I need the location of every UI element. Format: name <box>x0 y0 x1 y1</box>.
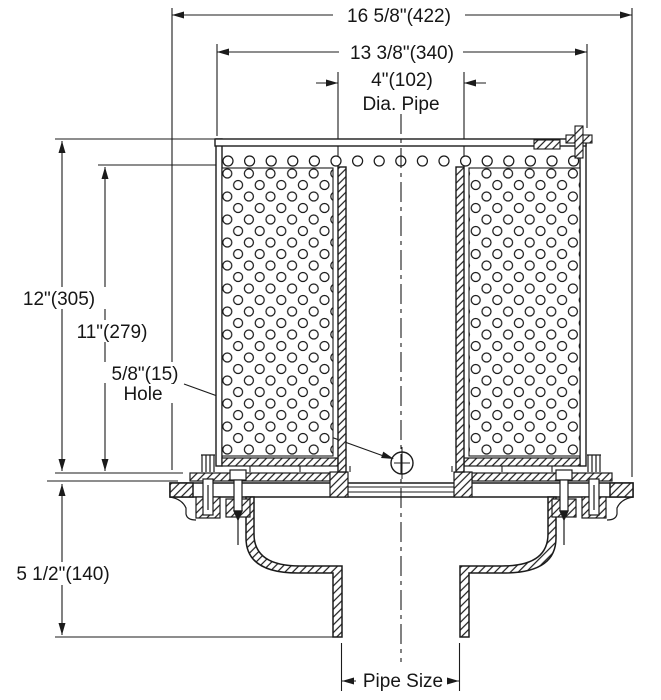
dimension-arrowhead <box>217 48 229 56</box>
label-bg <box>333 5 465 25</box>
sediment-bucket <box>214 125 593 472</box>
bucket-top-hole <box>308 155 321 167</box>
flange-lip-left <box>169 496 197 521</box>
hole-leader-arrow <box>381 451 394 459</box>
dimension-arrowhead <box>447 677 459 685</box>
perforated-panel-right <box>468 167 581 457</box>
dimension-labels: 16 5/8"(422) 13 3/8"(340) 4"(102) Dia. P… <box>6 5 465 692</box>
bolt-tip-left-inner <box>233 510 243 522</box>
bucket-top-hole <box>330 155 342 167</box>
bucket-top-hole <box>459 155 472 167</box>
clamp-arm <box>533 139 561 150</box>
dim-bucket-width-label: 13 3/8"(340) <box>350 43 454 64</box>
dimension-arrowhead <box>101 167 109 179</box>
bucket-top-hole <box>503 155 515 167</box>
dimension-arrowhead <box>58 484 66 496</box>
dimension-arrowhead <box>326 79 338 87</box>
label-bg <box>110 384 180 403</box>
hole-crosshair <box>394 447 410 479</box>
bucket-top-hole <box>373 155 385 167</box>
bowl-wall-left <box>245 496 343 638</box>
dim-overall-width-label: 16 5/8"(422) <box>347 6 451 27</box>
standpipe-wall-right <box>455 166 465 473</box>
dimension-arrowhead <box>58 623 66 635</box>
bucket-top-hole-row <box>222 155 580 167</box>
label-bg <box>356 667 447 690</box>
bucket-top-hole <box>438 155 450 167</box>
dimension-arrowhead <box>620 11 632 19</box>
bucket-top-hole <box>546 155 558 167</box>
label-bg <box>68 320 156 342</box>
dim-bucket-height-label: 11"(279) <box>77 322 148 343</box>
label-bg <box>104 362 186 383</box>
bucket-top-hole <box>287 155 299 167</box>
dimension-arrowheads <box>58 11 632 685</box>
dim-overall-height-label: 12"(305) <box>23 289 95 310</box>
bolt-shaft-right-inner <box>559 479 569 512</box>
dimension-arrowhead <box>58 459 66 471</box>
dim-sump-depth-label: 5 1/2"(140) <box>16 564 109 585</box>
bucket-bottom-right <box>463 457 581 467</box>
bolt-head-ribs-right <box>587 454 601 472</box>
standpipe <box>337 166 465 473</box>
flange-bolts <box>195 454 607 545</box>
standpipe-wall-left <box>337 166 347 473</box>
bucket-bottom-left <box>221 457 339 467</box>
dimension-arrowhead <box>464 79 476 87</box>
bolt-shaft-left-inner <box>233 479 243 512</box>
bucket-hole <box>390 447 414 479</box>
flange-lip-right <box>606 496 634 521</box>
hole-label-line1: 5/8"(15) <box>112 364 179 385</box>
pipe-collar-left <box>329 471 349 498</box>
bucket-wall-right <box>579 138 587 467</box>
bucket-top-hole <box>265 155 277 167</box>
dim-pipe-dia-label-line1: 4"(102) <box>371 70 433 91</box>
hole-label-line2: Hole <box>123 384 162 405</box>
pipe-collar-right <box>453 471 473 498</box>
dim-outlet-label: Pipe Size <box>363 671 443 692</box>
flange-tip-right <box>609 482 634 498</box>
dimension-arrowhead <box>172 11 184 19</box>
bolt-head-ribs-left <box>201 454 215 472</box>
bucket-wall-left <box>215 138 223 467</box>
dimension-arrowhead <box>342 677 354 685</box>
bolt-tip-right-inner <box>559 510 569 522</box>
bucket-top-hole <box>222 155 234 167</box>
bucket-top-hole <box>416 155 429 167</box>
bowl-wall-right <box>459 496 557 638</box>
bucket-top-hole <box>351 155 364 167</box>
dim-pipe-dia-label-line2: Dia. Pipe <box>362 94 439 115</box>
label-bg <box>14 287 106 309</box>
clamp-bolt-shaft <box>574 125 584 159</box>
perforated-panel-left <box>221 167 334 457</box>
label-bg <box>339 42 463 62</box>
bolt-head-left-inner <box>229 469 247 481</box>
flange-tip-left <box>169 482 194 498</box>
dimension-arrowhead <box>101 459 109 471</box>
bolt-head-right-inner <box>555 469 573 481</box>
bucket-bottom-tabs <box>249 466 553 472</box>
dimension-arrowhead <box>58 141 66 153</box>
label-bg <box>6 562 122 585</box>
bucket-top-hole <box>243 155 256 167</box>
bucket-top-hole <box>481 155 493 167</box>
bucket-top-hole <box>524 155 537 167</box>
dimension-arrowhead <box>575 48 587 56</box>
